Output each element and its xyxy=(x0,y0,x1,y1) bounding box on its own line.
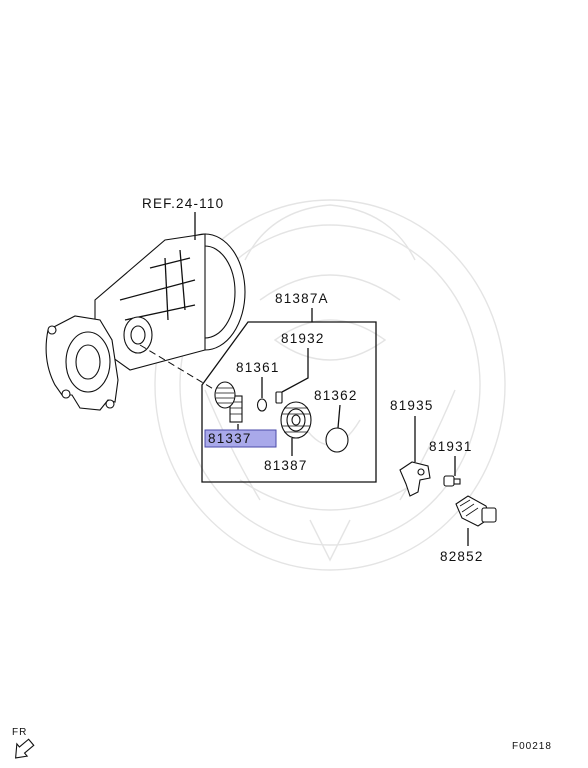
kit-81387a-label[interactable]: 81387A xyxy=(275,291,329,306)
oring-leader xyxy=(337,404,341,429)
highlighted-part-box xyxy=(204,429,277,448)
part-81337-gear[interactable] xyxy=(214,381,243,423)
pin-leader xyxy=(281,348,309,393)
part-81935-bracket[interactable] xyxy=(399,461,431,497)
part-81931-bolt[interactable] xyxy=(443,475,461,487)
part-82852-sensor[interactable] xyxy=(455,495,497,527)
part-81932-label[interactable]: 81932 xyxy=(281,331,325,346)
front-arrow-icon xyxy=(15,738,35,759)
part-81362-label[interactable]: 81362 xyxy=(314,388,358,403)
front-direction-indicator: FR xyxy=(12,727,35,759)
part-82852-label[interactable]: 82852 xyxy=(440,549,484,564)
part-81935-label[interactable]: 81935 xyxy=(390,398,434,413)
part-81361-ring[interactable] xyxy=(256,398,268,412)
part-81387-sleeve[interactable] xyxy=(280,401,312,439)
part-81932-pin[interactable] xyxy=(275,391,283,404)
front-direction-label: FR xyxy=(12,727,27,738)
part-81931-label[interactable]: 81931 xyxy=(429,439,473,454)
kit-81387a-frame xyxy=(201,321,377,483)
projection-line xyxy=(139,344,216,391)
transfer-housing-ref[interactable] xyxy=(45,233,246,411)
part-81362-oring[interactable] xyxy=(325,427,349,453)
ref-label[interactable]: REF.24-110 xyxy=(142,196,224,211)
figure-code: F00218 xyxy=(512,741,552,752)
part-81387-label[interactable]: 81387 xyxy=(264,458,308,473)
part-81337-label[interactable]: 81337 xyxy=(208,431,252,446)
part-81361-label[interactable]: 81361 xyxy=(236,360,280,375)
